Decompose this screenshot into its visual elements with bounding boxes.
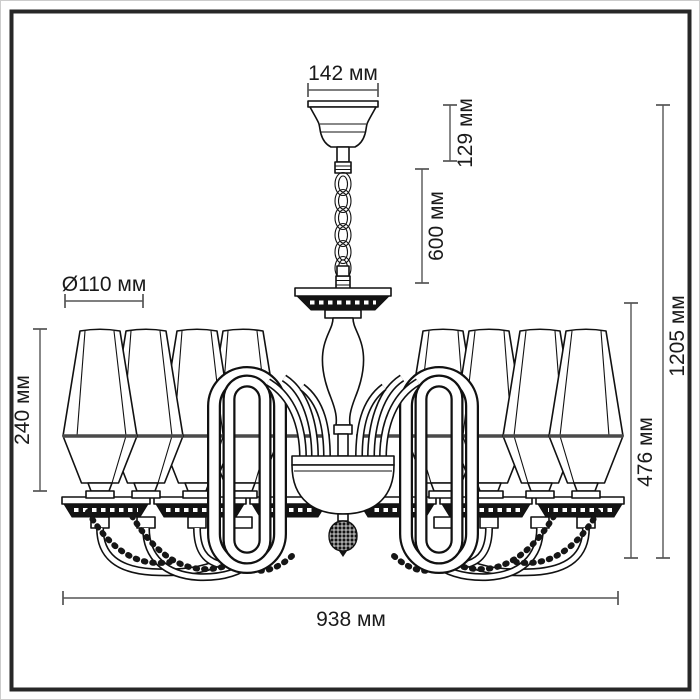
- label-shade-height: 240 мм: [11, 375, 34, 445]
- label-canopy-width: 142 мм: [308, 62, 378, 85]
- dim-total-height: 1205 мм: [656, 104, 689, 559]
- dim-canopy-width: 142 мм: [307, 62, 379, 97]
- label-chain-length: 600 мм: [425, 191, 448, 261]
- label-fixture-height: 476 мм: [634, 417, 657, 487]
- ceiling-canopy: [307, 100, 379, 174]
- dim-shade-diameter: Ø110 мм: [62, 273, 147, 308]
- dim-fixture-height: 476 мм: [624, 302, 657, 559]
- dim-shade-height: 240 мм: [11, 328, 47, 492]
- dim-total-width: 938 мм: [62, 591, 619, 631]
- label-canopy-height: 129 мм: [454, 98, 477, 168]
- ornamental-dish: [294, 265, 392, 319]
- label-total-height: 1205 мм: [666, 295, 689, 376]
- label-total-width: 938 мм: [316, 608, 386, 631]
- drawing-frame: [9, 9, 692, 692]
- dim-canopy-height: 129 мм: [443, 98, 477, 168]
- label-shade-diameter: Ø110 мм: [62, 273, 147, 296]
- centre-bowl: [291, 455, 395, 557]
- dim-chain-length: 600 мм: [415, 168, 448, 284]
